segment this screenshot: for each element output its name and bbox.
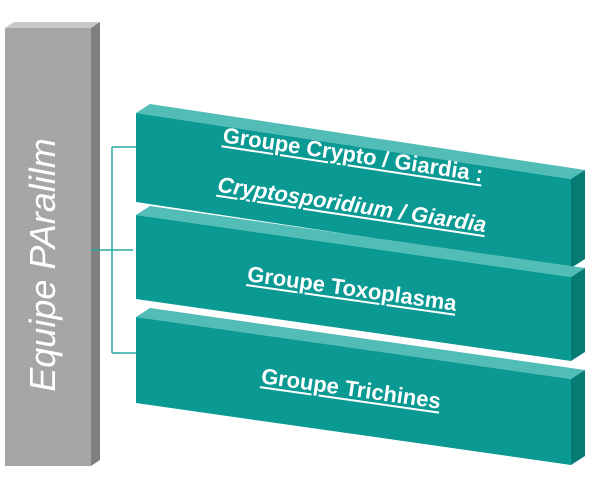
team-block-top [5, 22, 100, 28]
group-box-2-top [136, 206, 585, 277]
group-box-1 [136, 104, 585, 268]
group-box-1-top [136, 104, 585, 179]
group-box-2-front [136, 215, 571, 361]
group-box-2-side [571, 268, 585, 361]
group-box-2 [136, 206, 585, 361]
group-box-3 [136, 308, 585, 465]
group-box-1-side [571, 170, 585, 268]
team-block-front [5, 28, 91, 466]
group-box-1-front [136, 113, 571, 268]
group-box-3-top [136, 308, 585, 379]
team-title: Equipe PAralilm [22, 138, 63, 392]
group-box-3-front [136, 317, 571, 465]
connector-bracket [91, 146, 136, 354]
team-block [5, 22, 100, 466]
group-box-3-side [571, 370, 585, 465]
team-block-side [91, 22, 100, 466]
